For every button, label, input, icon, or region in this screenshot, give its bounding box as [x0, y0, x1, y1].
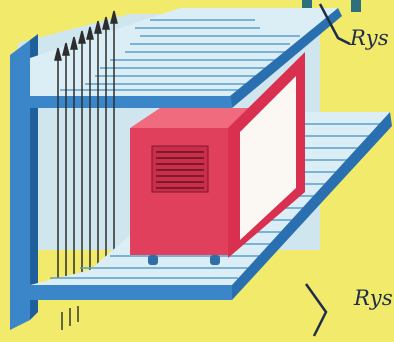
label-top: Rys [350, 26, 389, 50]
top-shelf-front-edge [30, 96, 232, 108]
vent-slats [156, 152, 204, 188]
bottom-shelf-front-edge [30, 285, 232, 300]
device-foot-left [148, 255, 158, 265]
left-wall [10, 40, 30, 330]
top-edge-mark-right [351, 0, 361, 12]
device-foot-right [210, 255, 220, 265]
label-bottom: Rys [354, 286, 393, 310]
